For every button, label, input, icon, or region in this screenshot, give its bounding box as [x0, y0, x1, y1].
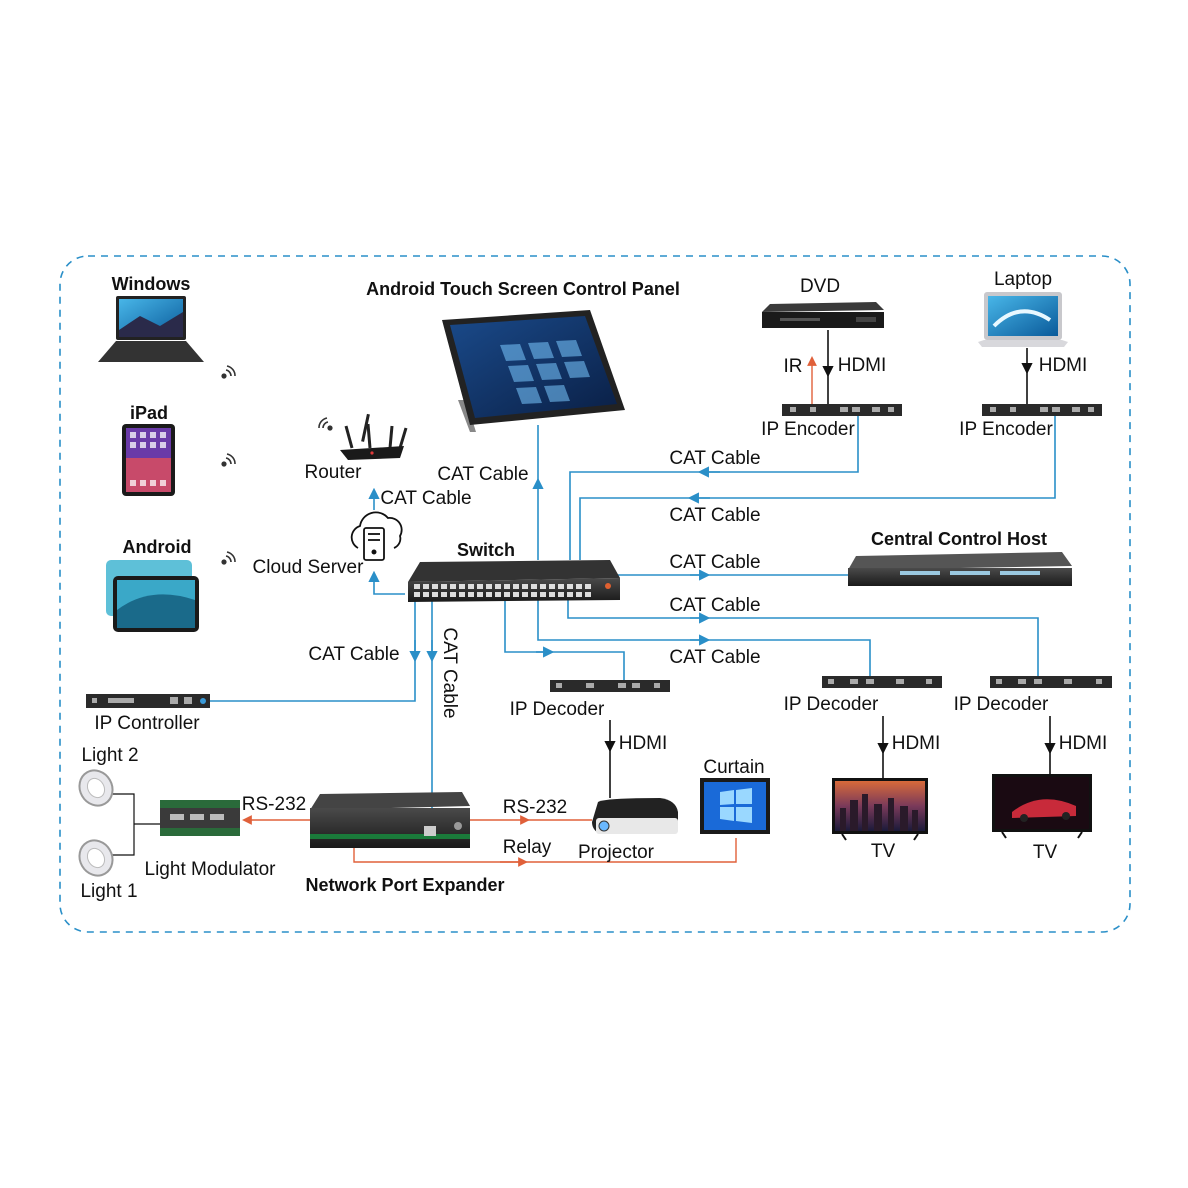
router-icon: [340, 413, 408, 460]
hdmi-dec1-label: HDMI: [619, 733, 668, 754]
light-modulator-icon: [160, 800, 240, 836]
android-label: Android: [123, 537, 192, 557]
curtain-screen-icon: [700, 778, 770, 834]
device-labels: Windows iPad Android Android Touch Scree…: [80, 269, 1057, 902]
hdmi-dec2-label: HDMI: [892, 733, 941, 754]
decoder-3-label: IP Decoder: [954, 694, 1049, 715]
hdmi-laptop-label: HDMI: [1039, 355, 1088, 376]
decoder-1-label: IP Decoder: [510, 699, 605, 720]
light-2-label: Light 2: [81, 745, 138, 766]
tv-2-icon: [992, 774, 1092, 839]
cat-router-label: CAT Cable: [380, 488, 471, 509]
expander-label: Network Port Expander: [305, 875, 504, 895]
rs232-right-label: RS-232: [503, 797, 567, 818]
cat-host-label: CAT Cable: [669, 552, 760, 573]
wifi-icon: [221, 365, 333, 565]
central-control-host-label: Central Control Host: [871, 529, 1047, 549]
dvd-player-icon: [762, 302, 884, 328]
encoder-2-label: IP Encoder: [959, 419, 1053, 440]
diagram-border: [59, 255, 1131, 933]
ipad-icon: [122, 424, 175, 496]
switch-icon: [408, 560, 620, 602]
encoder-2-device: [982, 404, 1102, 416]
cat-panel-label: CAT Cable: [437, 464, 528, 485]
light-1-label: Light 1: [80, 881, 137, 902]
dvd-label: DVD: [800, 276, 840, 297]
cat-enc2-label: CAT Cable: [669, 505, 760, 526]
light-modulator-label: Light Modulator: [145, 859, 277, 880]
cloud-server-label: Cloud Server: [253, 557, 365, 578]
cat-dec2-label: CAT Cable: [669, 647, 760, 668]
cloud-server-icon: [350, 511, 403, 561]
tv-1-icon: [832, 778, 928, 841]
decoder-3-device: [990, 676, 1112, 688]
cat-exp-label: CAT Cable: [439, 627, 460, 718]
switch-label: Switch: [457, 540, 515, 560]
link-labels: CAT Cable CAT Cable CAT Cable CAT Cable …: [242, 355, 1107, 858]
cat-ctrl-label: CAT Cable: [308, 644, 399, 665]
projector-icon: [592, 798, 678, 834]
windows-label: Windows: [112, 274, 191, 294]
hdmi-dec3-label: HDMI: [1059, 733, 1108, 754]
ir-label: IR: [784, 356, 803, 377]
cat-dec3-label: CAT Cable: [669, 595, 760, 616]
decoder-1-device: [550, 680, 670, 692]
light-1-icon: [78, 839, 114, 877]
decoder-2-label: IP Decoder: [784, 694, 879, 715]
encoder-1-label: IP Encoder: [761, 419, 855, 440]
light-2-icon: [78, 769, 114, 807]
relay-label: Relay: [503, 837, 552, 858]
panel-label: Android Touch Screen Control Panel: [366, 279, 680, 299]
connection-lines: [108, 330, 1056, 867]
central-control-host-icon: [848, 552, 1072, 586]
cat-enc1-label: CAT Cable: [669, 448, 760, 469]
android-tablet-icon: [106, 560, 199, 632]
windows-laptop-icon: [98, 296, 204, 362]
decoder-2-device: [822, 676, 942, 688]
projector-label: Projector: [578, 842, 655, 863]
laptop-icon: [978, 292, 1068, 347]
ip-controller-label: IP Controller: [94, 713, 200, 734]
router-label: Router: [304, 462, 362, 483]
encoder-1-device: [782, 404, 902, 416]
tv-2-label: TV: [1033, 842, 1058, 863]
touch-panel-icon: [442, 310, 625, 432]
laptop-label: Laptop: [994, 269, 1052, 290]
curtain-label: Curtain: [703, 757, 764, 778]
hdmi-dvd-label: HDMI: [838, 355, 887, 376]
ipad-label: iPad: [130, 403, 168, 423]
tv-1-label: TV: [871, 841, 896, 862]
network-port-expander-icon: [310, 792, 470, 848]
rs232-left-label: RS-232: [242, 794, 306, 815]
ip-controller-device: [86, 694, 210, 708]
